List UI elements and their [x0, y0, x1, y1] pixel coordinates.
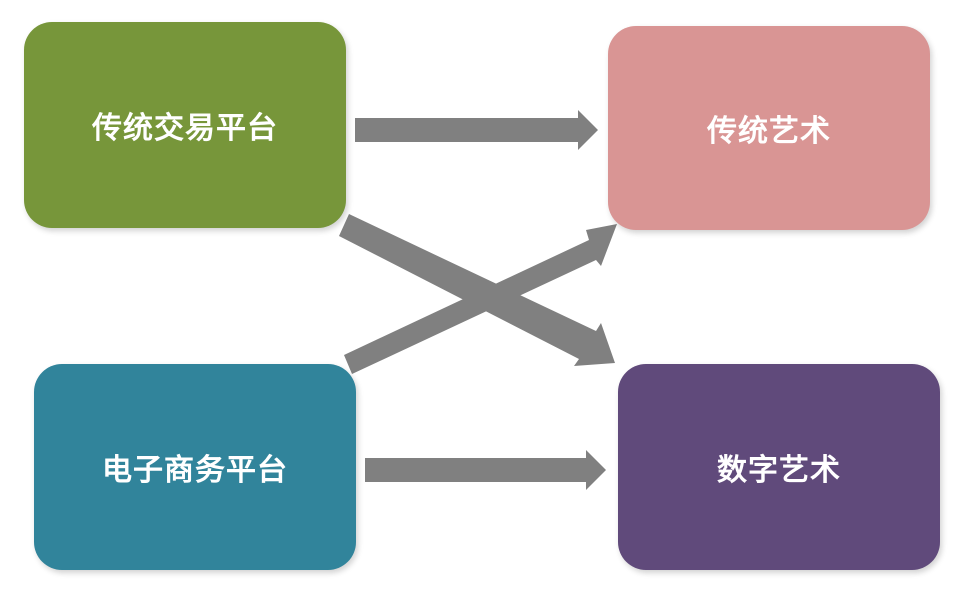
node-ecommerce-platform: 电子商务平台	[34, 364, 356, 570]
arrow-traditional-platform-to-traditional-art	[355, 110, 598, 150]
node-traditional-art: 传统艺术	[608, 26, 930, 230]
node-traditional-trading-platform-label: 传统交易平台	[92, 111, 278, 146]
node-digital-art: 数字艺术	[618, 364, 940, 570]
node-digital-art-label: 数字艺术	[717, 453, 841, 488]
node-traditional-trading-platform: 传统交易平台	[24, 22, 346, 228]
arrow-ecommerce-platform-to-digital-art	[365, 450, 606, 490]
arrow-traditional-platform-to-digital-art	[339, 214, 615, 366]
node-traditional-art-label: 传统艺术	[707, 114, 831, 149]
node-ecommerce-platform-label: 电子商务平台	[102, 453, 288, 488]
arrow-ecommerce-platform-to-traditional-art	[344, 224, 617, 374]
